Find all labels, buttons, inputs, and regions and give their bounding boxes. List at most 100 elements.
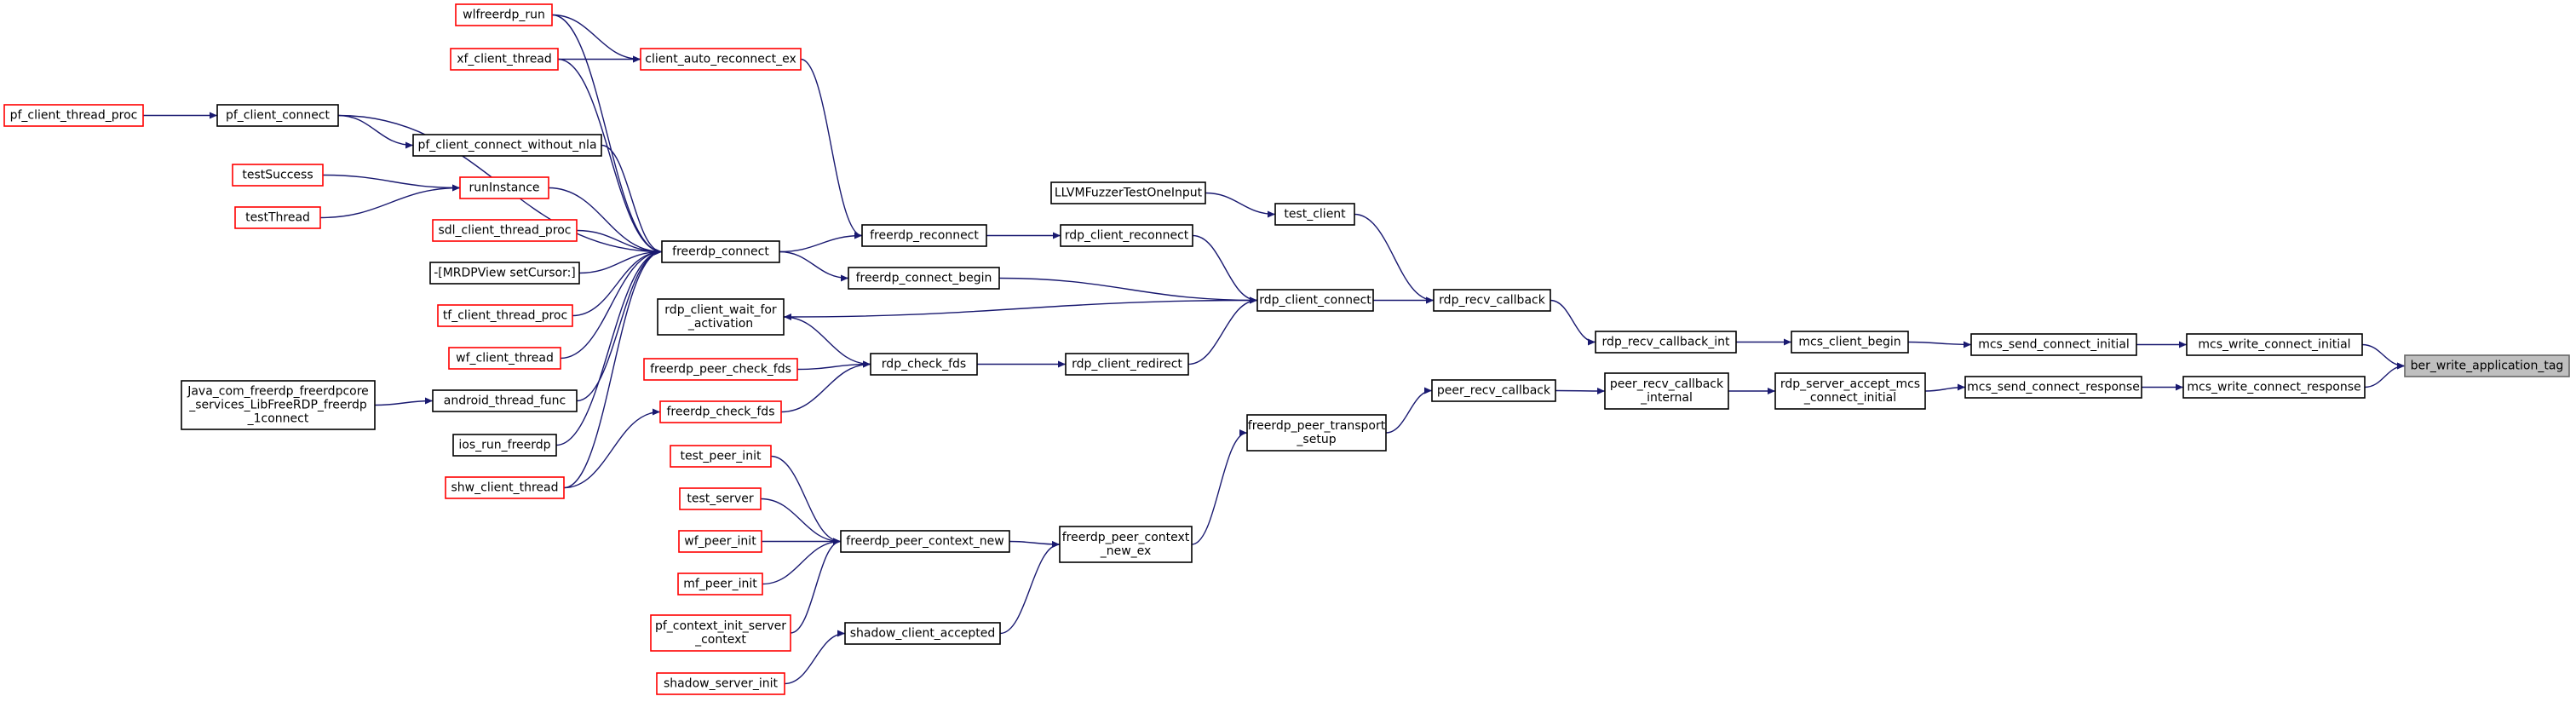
node-box: [657, 298, 785, 336]
node-label: test_peer_init: [681, 450, 762, 463]
node-shadow-server-init[interactable]: shadow_server_init: [656, 672, 785, 695]
node-box: [181, 380, 376, 430]
node-wlfreerdp-run[interactable]: wlfreerdp_run: [455, 3, 553, 26]
node-ber-write-application-tag[interactable]: ber_write_application_tag: [2404, 354, 2570, 377]
node-java-com-freerdp[interactable]: Java_com_freerdp_freerdpcore_services_Li…: [181, 380, 376, 430]
node-box: [679, 487, 762, 510]
node-peer-recv-callback-internal[interactable]: peer_recv_callback_internal: [1604, 372, 1729, 410]
node-runinstance[interactable]: runInstance: [459, 176, 549, 199]
edge-freerdp-peer-transport-setup-to-peer-recv-callback: [1385, 387, 1433, 434]
edge-runinstance-to-freerdp-connect: [548, 187, 663, 256]
node-label: freerdp_peer_context: [1062, 531, 1190, 544]
node-rdp-client-reconnect[interactable]: rdp_client_reconnect: [1060, 224, 1193, 247]
node-mcs-write-connect-initial[interactable]: mcs_write_connect_initial: [2186, 333, 2363, 356]
node-rdp-server-accept-mcs-connect-initial[interactable]: rdp_server_accept_mcs_connect_initial: [1774, 372, 1926, 410]
node-mf-peer-init[interactable]: mf_peer_init: [677, 573, 763, 596]
node-shw-client-thread[interactable]: shw_client_thread: [445, 476, 565, 499]
node-llvmfuzzertestoneinput[interactable]: LLVMFuzzerTestOneInput: [1050, 181, 1206, 204]
node-freerdp-peer-transport-setup[interactable]: freerdp_peer_transport_setup: [1246, 414, 1387, 452]
edge-test-peer-init-to-freerdp-peer-context-new: [770, 455, 842, 545]
node-label: test_client: [1284, 208, 1346, 222]
edge-freerdp-peer-context-new-to-freerdp-peer-context-new-ex: [1009, 540, 1061, 548]
node-pf-client-connect-without-nla[interactable]: pf_client_connect_without_nla: [412, 134, 602, 157]
edge-peer-recv-callback-to-peer-recv-callback-internal: [1555, 387, 1606, 394]
node-rdp-client-wait-for-activation[interactable]: rdp_client_wait_for_activation: [657, 298, 785, 336]
node-freerdp-connect-begin[interactable]: freerdp_connect_begin: [848, 267, 1000, 290]
edge-freerdp-connect-begin-to-rdp-client-connect: [998, 277, 1258, 304]
node-label: Java_com_freerdp_freerdpcore: [187, 385, 369, 399]
node-box: [234, 206, 321, 229]
node-box: [412, 134, 602, 157]
node-box: [1604, 372, 1729, 410]
node-label: _internal: [1640, 391, 1693, 405]
node-peer-recv-callback[interactable]: peer_recv_callback: [1431, 379, 1556, 402]
node-rdp-recv-callback[interactable]: rdp_recv_callback: [1433, 289, 1551, 312]
node-label: _setup: [1296, 433, 1336, 446]
node-testthread[interactable]: testThread: [234, 206, 321, 229]
node-wf-peer-init[interactable]: wf_peer_init: [678, 530, 762, 553]
node-label: mcs_write_connect_response: [2187, 381, 2360, 394]
node-box: [861, 224, 987, 247]
node-freerdp-peer-check-fds[interactable]: freerdp_peer_check_fds: [643, 358, 798, 381]
node-label: xf_client_thread: [457, 53, 552, 66]
edge-testsuccess-to-runinstance: [322, 174, 461, 192]
node-box: [661, 240, 780, 263]
edge-freerdp-connect-to-freerdp-connect-begin: [779, 250, 849, 282]
node-mcs-client-begin[interactable]: mcs_client_begin: [1791, 331, 1909, 354]
node-label: runInstance: [469, 181, 539, 195]
node-test-peer-init[interactable]: test_peer_init: [670, 445, 772, 468]
node-rdp-client-connect[interactable]: rdp_client_connect: [1256, 289, 1374, 312]
node-label: freerdp_peer_context_new: [846, 535, 1003, 549]
node-pf-client-connect[interactable]: pf_client_connect: [216, 104, 339, 127]
node-pf-client-thread-proc[interactable]: pf_client_thread_proc: [3, 104, 144, 127]
node-freerdp-check-fds[interactable]: freerdp_check_fds: [659, 400, 782, 423]
node-label: freerdp_peer_check_fds: [650, 363, 791, 377]
node-freerdp-connect[interactable]: freerdp_connect: [661, 240, 780, 263]
node-ios-run-freerdp[interactable]: ios_run_freerdp: [452, 434, 557, 457]
node-freerdp-peer-context-new[interactable]: freerdp_peer_context_new: [840, 530, 1010, 553]
node-mcs-write-connect-response[interactable]: mcs_write_connect_response: [2182, 376, 2366, 399]
node-box: [2182, 376, 2366, 399]
node-box: [870, 353, 978, 376]
node-rdp-check-fds[interactable]: rdp_check_fds: [870, 353, 978, 376]
edge-mf-peer-init-to-freerdp-peer-context-new: [762, 538, 842, 585]
node-sdl-client-thread-proc[interactable]: sdl_client_thread_proc: [432, 219, 578, 242]
node-label: mcs_send_connect_initial: [1978, 338, 2130, 352]
node-shadow-client-accepted[interactable]: shadow_client_accepted: [844, 622, 1001, 645]
node-pf-context-init-server-context[interactable]: pf_context_init_server_context: [650, 614, 791, 652]
node-mcs-send-connect-response[interactable]: mcs_send_connect_response: [1964, 376, 2142, 399]
node-box: [216, 104, 339, 127]
node-freerdp-reconnect[interactable]: freerdp_reconnect: [861, 224, 987, 247]
node-testsuccess[interactable]: testSuccess: [232, 164, 324, 187]
node-box: [643, 358, 798, 381]
node-label: mcs_write_connect_initial: [2198, 338, 2350, 352]
node-box: [429, 262, 580, 285]
node-box: [677, 573, 763, 596]
node-test-server[interactable]: test_server: [679, 487, 762, 510]
node-xf-client-thread[interactable]: xf_client_thread: [450, 48, 559, 71]
node-label: _connect_initial: [1803, 391, 1896, 405]
node-android-thread-func[interactable]: android_thread_func: [432, 389, 578, 412]
node-label: ber_write_application_tag: [2411, 360, 2564, 373]
node-box: [1774, 372, 1926, 410]
node-mrdpview-setcursor[interactable]: -[MRDPView setCursor:]: [429, 262, 580, 285]
node-tf-client-thread-proc[interactable]: tf_client_thread_proc: [437, 304, 573, 327]
node-box: [437, 304, 573, 327]
node-label: peer_recv_callback: [1437, 384, 1551, 398]
edge-mrdpview-setcursor-to-freerdp-connect: [578, 248, 663, 274]
node-rdp-client-redirect[interactable]: rdp_client_redirect: [1065, 353, 1189, 376]
node-box: [448, 347, 561, 370]
node-rdp-recv-callback-int[interactable]: rdp_recv_callback_int: [1595, 331, 1737, 354]
node-box: [1060, 224, 1193, 247]
node-client-auto-reconnect-ex[interactable]: client_auto_reconnect_ex: [640, 48, 802, 71]
edge-sdl-client-thread-proc-to-freerdp-connect: [576, 229, 663, 256]
node-box: [848, 267, 1000, 290]
node-label: freerdp_connect: [672, 245, 769, 259]
node-box: [232, 164, 324, 187]
node-freerdp-peer-context-new-ex[interactable]: freerdp_peer_context_new_ex: [1059, 526, 1193, 563]
node-test-client[interactable]: test_client: [1274, 203, 1355, 226]
node-wf-client-thread[interactable]: wf_client_thread: [448, 347, 561, 370]
node-label: pf_client_thread_proc: [10, 109, 138, 123]
node-mcs-send-connect-initial[interactable]: mcs_send_connect_initial: [1970, 333, 2137, 356]
